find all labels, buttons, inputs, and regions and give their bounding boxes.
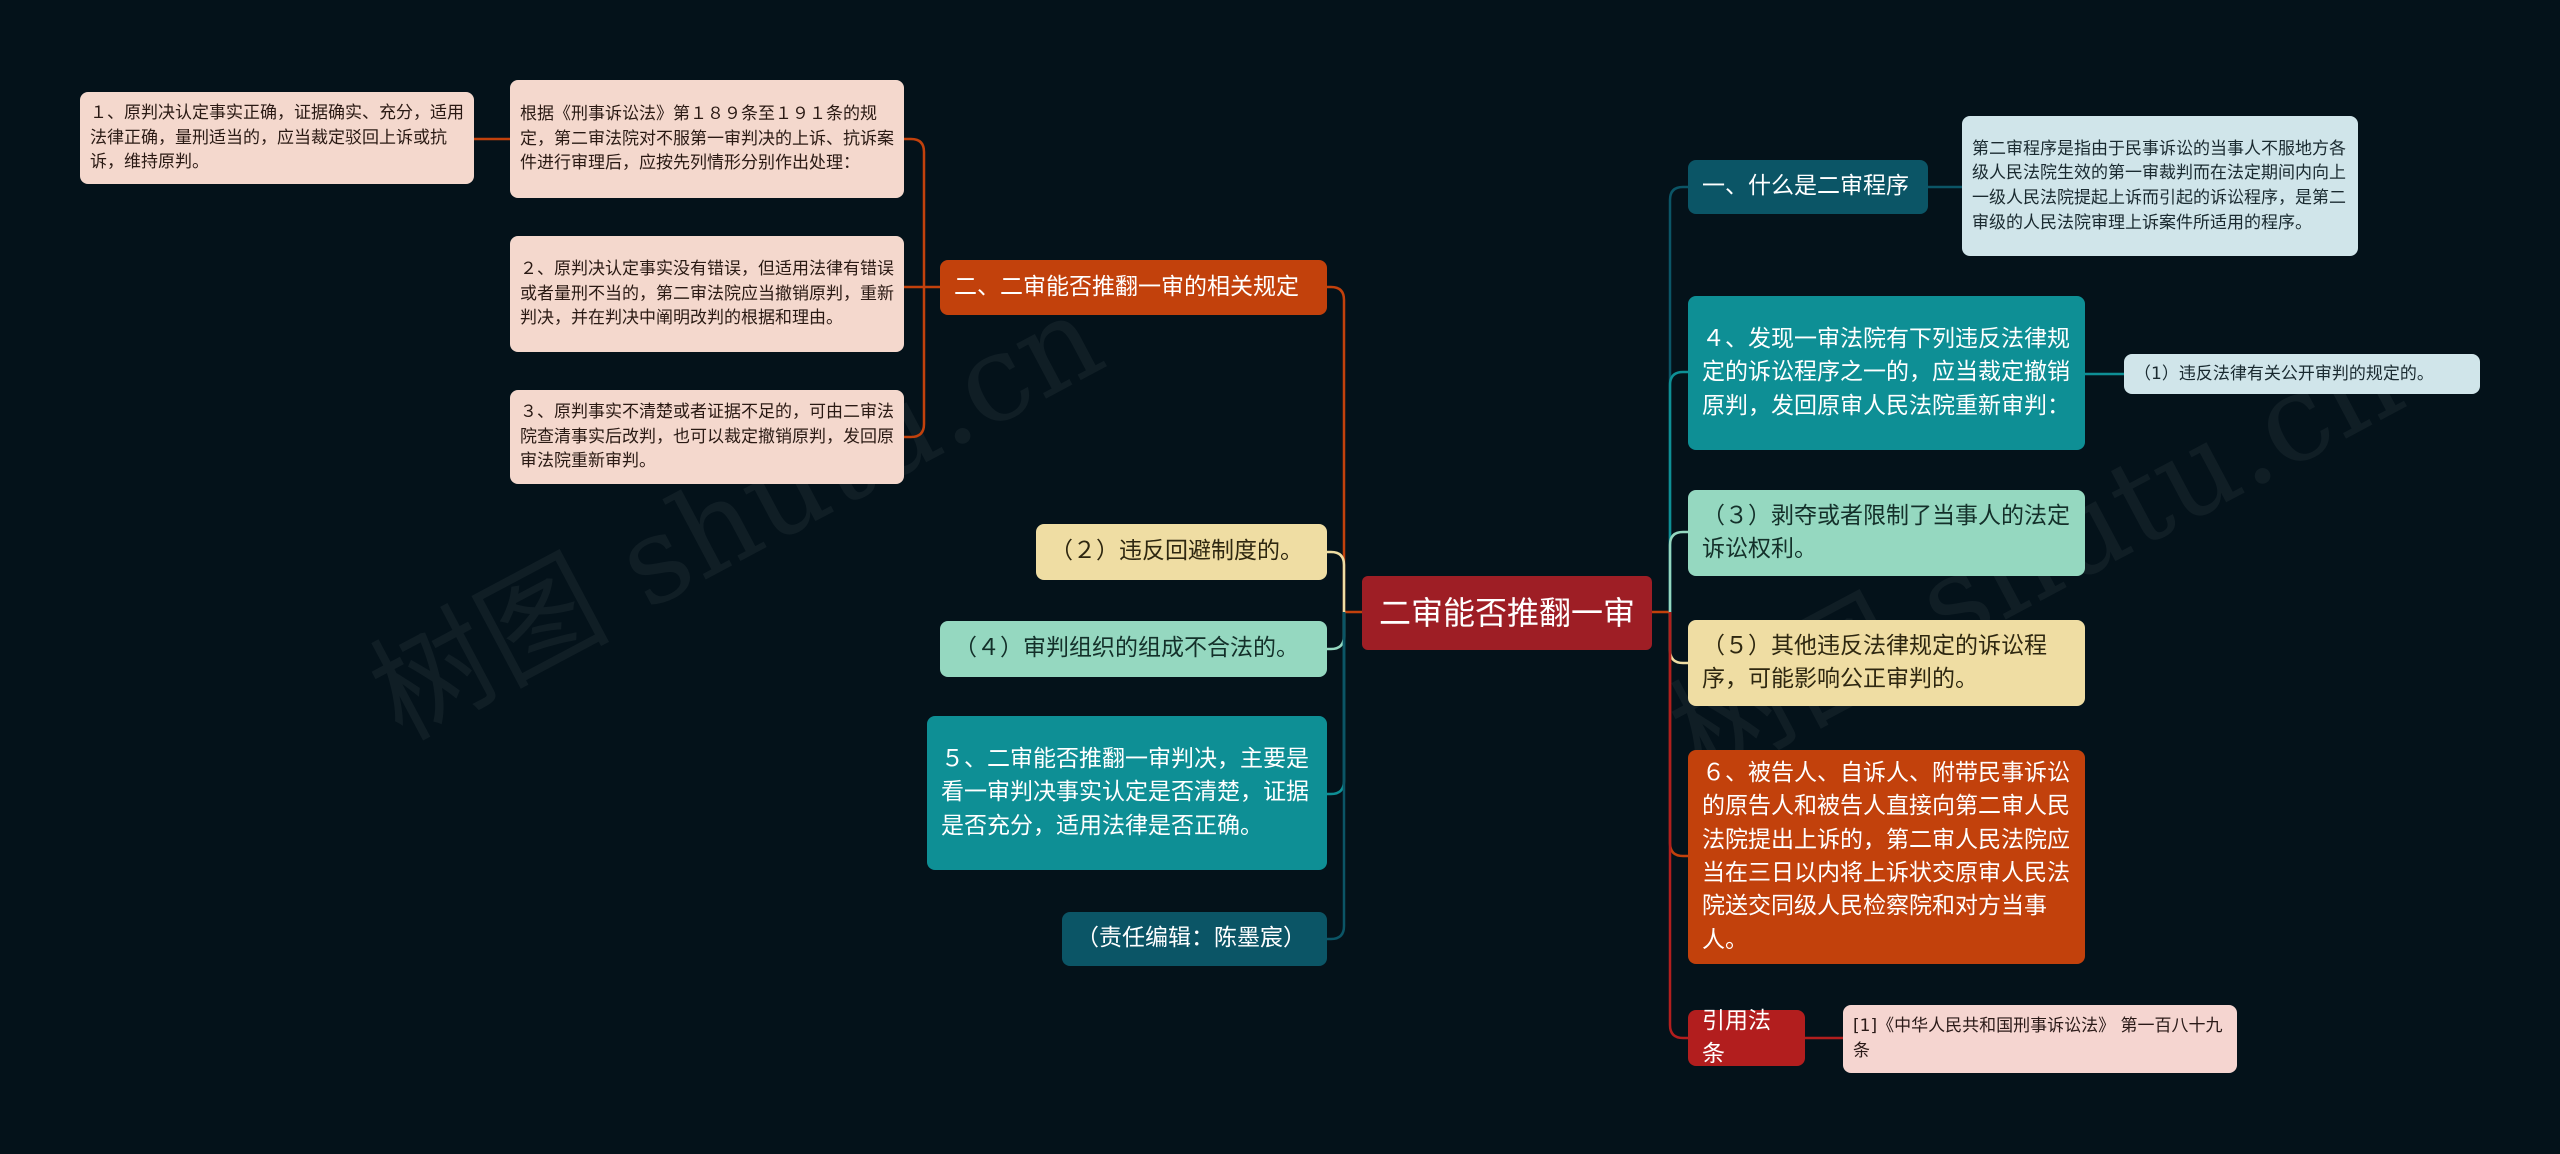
link-right-cite <box>1668 612 1688 1040</box>
topic-item6-appeal[interactable]: ６、被告人、自诉人、附带民事诉讼的原告人和被告人直接向第二审人民法院提出上诉的，… <box>1688 750 2085 964</box>
rules-child-3-text: ３、原判事实不清楚或者证据不足的，可由二审法院查清事实后改判，也可以裁定撤销原判… <box>520 402 894 472</box>
rules-child-1-detail[interactable]: １、原判决认定事实正确，证据确实、充分，适用法律正确，量刑适当的，应当裁定驳回上… <box>80 92 474 184</box>
link-left-item5b <box>1327 612 1346 796</box>
topic-editor[interactable]: （责任编辑：陈墨宸） <box>1062 912 1327 966</box>
topic-item2-label: （２）违反回避制度的。 <box>1050 538 1303 565</box>
topic-what-is-second-instance[interactable]: 一、什么是二审程序 <box>1688 160 1928 214</box>
link-right-item6 <box>1668 612 1688 858</box>
topic-item5-other[interactable]: （５）其他违反法律规定的诉讼程序，可能影响公正审判的。 <box>1688 620 2085 706</box>
link-right-whatis <box>1668 185 1688 612</box>
topic-item4b-tribunal[interactable]: （４）审判组织的组成不合法的。 <box>940 621 1327 677</box>
link-left-rules <box>1327 285 1346 612</box>
rules-child-2[interactable]: ２、原判决认定事实没有错误，但适用法律有错误或者量刑不当的，第二审法院应当撤销原… <box>510 236 904 352</box>
topic-rules[interactable]: 二、二审能否推翻一审的相关规定 <box>940 260 1327 315</box>
rules-child-1-text: 根据《刑事诉讼法》第１８９条至１９１条的规定，第二审法院对不服第一审判决的上诉、… <box>520 104 894 174</box>
topic-item2-recusal[interactable]: （２）违反回避制度的。 <box>1036 524 1327 580</box>
topic-editor-label: （责任编辑：陈墨宸） <box>1076 925 1306 952</box>
topic-item3-label: （３）剥夺或者限制了当事人的法定诉讼权利。 <box>1702 502 2070 562</box>
detail-cited-law[interactable]: [1]《中华人民共和国刑事诉讼法》 第一百八十九条 <box>1843 1005 2237 1073</box>
topic-item6-label: ６、被告人、自诉人、附带民事诉讼的原告人和被告人直接向第二审人民法院提出上诉的，… <box>1702 759 2070 953</box>
topic-item5b-overturn[interactable]: ５、二审能否推翻一审判决，主要是看一审判决事实认定是否清楚，证据是否充分，适用法… <box>927 716 1327 870</box>
topic-item4-procedure[interactable]: ４、发现一审法院有下列违反法律规定的诉讼程序之一的，应当裁定撤销原判，发回原审人… <box>1688 296 2085 450</box>
link-rules-c3 <box>904 287 926 439</box>
link-left-item4b <box>1327 612 1346 651</box>
topic-what-is-label: 一、什么是二审程序 <box>1702 173 1909 200</box>
link-left-item2 <box>1327 550 1346 612</box>
link-left-editor <box>1327 612 1346 941</box>
detail-what-is[interactable]: 第二审程序是指由于民事诉讼的当事人不服地方各级人民法院生效的第一审裁判而在法定期… <box>1962 116 2358 256</box>
rules-child-1[interactable]: 根据《刑事诉讼法》第１８９条至１９１条的规定，第二审法院对不服第一审判决的上诉、… <box>510 80 904 198</box>
rules-child-1-detail-text: １、原判决认定事实正确，证据确实、充分，适用法律正确，量刑适当的，应当裁定驳回上… <box>90 103 464 173</box>
detail-item4-text: （1）违反法律有关公开审判的规定的。 <box>2134 363 2434 384</box>
topic-rules-label: 二、二审能否推翻一审的相关规定 <box>954 273 1299 300</box>
topic-item4-label: ４、发现一审法院有下列违反法律规定的诉讼程序之一的，应当裁定撤销原判，发回原审人… <box>1702 325 2070 419</box>
root-topic[interactable]: 二审能否推翻一审 <box>1362 576 1652 650</box>
root-topic-label: 二审能否推翻一审 <box>1378 593 1635 632</box>
topic-item3-rights[interactable]: （３）剥夺或者限制了当事人的法定诉讼权利。 <box>1688 490 2085 576</box>
detail-item4-public-trial[interactable]: （1）违反法律有关公开审判的规定的。 <box>2124 354 2480 394</box>
link-right-item4 <box>1668 370 1688 612</box>
link-right-item5 <box>1668 612 1688 665</box>
link-right-item3 <box>1668 530 1688 612</box>
topic-cited-law[interactable]: 引用法条 <box>1688 1008 1805 1067</box>
rules-child-3[interactable]: ３、原判事实不清楚或者证据不足的，可由二审法院查清事实后改判，也可以裁定撤销原判… <box>510 390 904 484</box>
detail-what-is-text: 第二审程序是指由于民事诉讼的当事人不服地方各级人民法院生效的第一审裁判而在法定期… <box>1972 138 2346 233</box>
detail-cited-law-text: [1]《中华人民共和国刑事诉讼法》 第一百八十九条 <box>1853 1016 2223 1061</box>
rules-child-2-text: ２、原判决认定事实没有错误，但适用法律有错误或者量刑不当的，第二审法院应当撤销原… <box>520 259 894 329</box>
topic-cited-law-label: 引用法条 <box>1702 1007 1771 1067</box>
link-rules-c1 <box>904 137 926 287</box>
topic-item4b-label: （４）审判组织的组成不合法的。 <box>954 635 1299 662</box>
topic-item5b-label: ５、二审能否推翻一审判决，主要是看一审判决事实认定是否清楚，证据是否充分，适用法… <box>941 745 1309 839</box>
topic-item5-label: （５）其他违反法律规定的诉讼程序，可能影响公正审判的。 <box>1702 632 2047 692</box>
